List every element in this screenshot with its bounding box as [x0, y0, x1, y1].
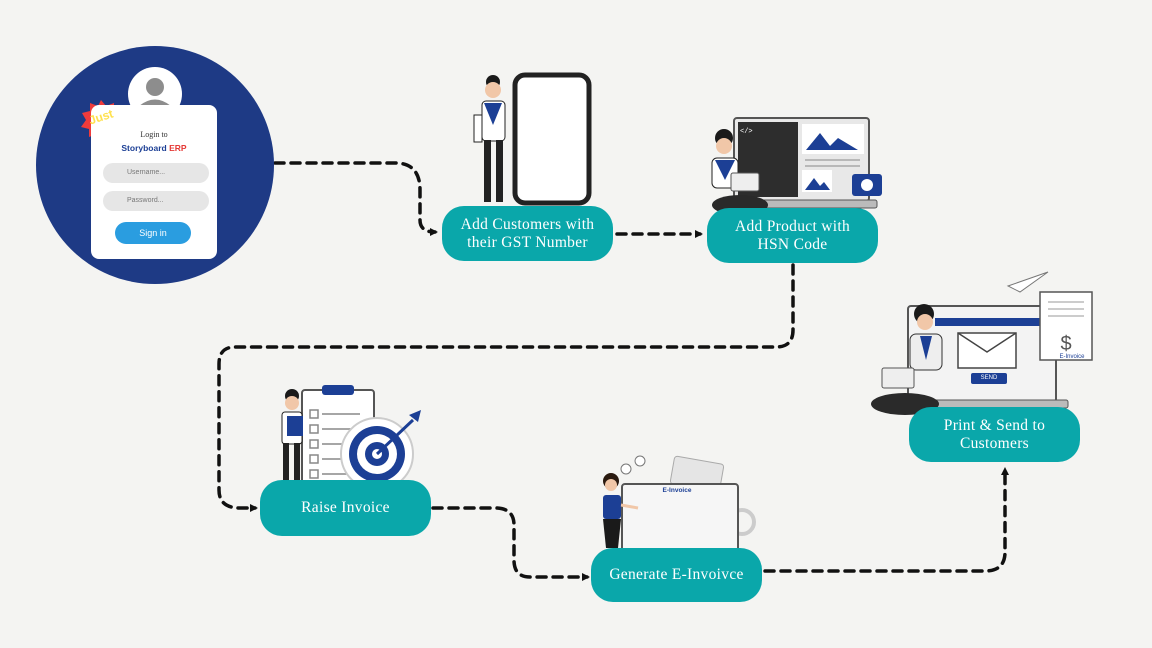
product-illustration: </>	[711, 117, 882, 215]
login-title: Login to	[140, 130, 168, 139]
signin-button[interactable]: Sign in	[115, 222, 191, 244]
brand-main: Storyboard	[121, 143, 167, 153]
step-label-line2: their GST Number	[467, 233, 588, 251]
password-field[interactable]: Password...	[103, 191, 209, 211]
connector-invoice-to-einvoice	[431, 506, 590, 581]
send-button: SEND	[971, 373, 1007, 384]
customers-illustration	[473, 72, 592, 206]
username-field[interactable]: Username...	[103, 163, 209, 183]
image-icon	[806, 133, 858, 150]
send-illustration: $	[871, 271, 1093, 415]
connector-einvoice-to-send	[763, 467, 1009, 573]
einvoice-illustration	[603, 455, 756, 564]
step-label-line1: Add Product with	[734, 217, 851, 235]
code-tag: </>	[740, 128, 753, 136]
brand-name: Storyboard ERP	[91, 143, 217, 153]
invoice-illustration	[281, 385, 421, 496]
receipt-icon	[1039, 291, 1093, 361]
receipt-label: E-Invoice	[1059, 354, 1085, 360]
step-label-line1: Print & Send to	[943, 416, 1046, 434]
step-label-line2: HSN Code	[757, 235, 828, 253]
step-label-line1: Raise Invoice	[301, 499, 390, 516]
connector-product-to-invoice	[217, 263, 795, 512]
paper-plane-icon	[1006, 271, 1049, 293]
phone-icon	[512, 72, 592, 206]
step-generate-einvoice: Generate E-Invoivce	[591, 548, 762, 602]
einvoice-screen-title: E-Invoice	[662, 487, 692, 494]
step-label-line1: Add Customers with	[460, 215, 595, 233]
einvoice-laptop	[621, 483, 739, 559]
avatar-head-icon	[146, 78, 164, 96]
login-card: Login to Storyboard ERP Username... Pass…	[91, 105, 217, 259]
step-raise-invoice: Raise Invoice	[260, 480, 431, 536]
brand-accent: ERP	[169, 143, 187, 153]
step-label-line2: Customers	[959, 434, 1029, 452]
connector-login-to-customers	[273, 161, 438, 236]
step-label-line1: Generate E-Invoivce	[609, 566, 744, 583]
svg-text:$: $	[1060, 333, 1071, 355]
